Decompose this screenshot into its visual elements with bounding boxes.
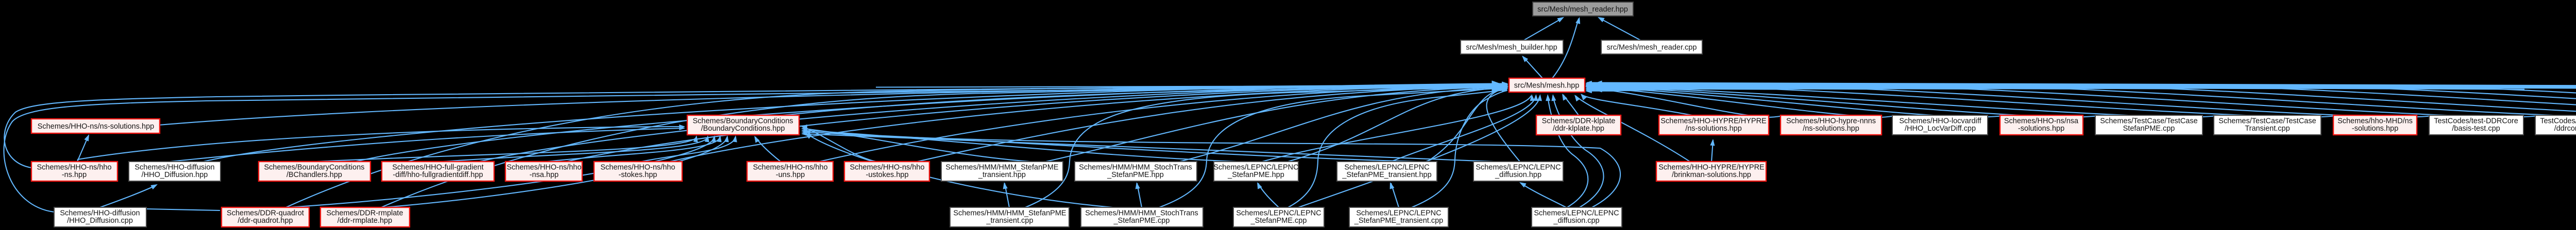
svg-text:TestCodes/test-DDRCore: TestCodes/test-DDRCore <box>2434 117 2518 125</box>
svg-text:Schemes/HMM/HMM_StochTrans: Schemes/HMM/HMM_StochTrans <box>1085 209 1198 217</box>
svg-text:_diffusion.cpp: _diffusion.cpp <box>1553 217 1599 225</box>
svg-text:Schemes/HMM/HMM_StefanPME: Schemes/HMM/HMM_StefanPME <box>945 163 1058 171</box>
svg-text:_StefanPME_transient.hpp: _StefanPME_transient.hpp <box>1342 171 1431 179</box>
svg-text:_StefanPME_transient.cpp: _StefanPME_transient.cpp <box>1354 217 1444 225</box>
svg-text:_transient.cpp: _transient.cpp <box>986 217 1033 225</box>
svg-text:src/Mesh/mesh_builder.hpp: src/Mesh/mesh_builder.hpp <box>1466 44 1557 52</box>
svg-text:Schemes/BoundaryConditions: Schemes/BoundaryConditions <box>264 163 364 171</box>
svg-text:Schemes/LEPNC/LEPNC: Schemes/LEPNC/LEPNC <box>1213 163 1298 171</box>
svg-text:src/Mesh/mesh_reader.hpp: src/Mesh/mesh_reader.hpp <box>1537 6 1628 14</box>
svg-text:Schemes/HMM/HMM_StefanPME: Schemes/HMM/HMM_StefanPME <box>953 209 1066 217</box>
svg-text:src/Mesh/mesh_reader.cpp: src/Mesh/mesh_reader.cpp <box>1607 44 1697 52</box>
svg-text:Schemes/HHO-ns/hho: Schemes/HHO-ns/hho <box>753 163 827 171</box>
svg-text:Schemes/HHO-hypre-nnns: Schemes/HHO-hypre-nnns <box>1786 117 1876 125</box>
svg-text:/basis-test.cpp: /basis-test.cpp <box>2452 125 2500 133</box>
svg-text:/ddr-klplate.hpp: /ddr-klplate.hpp <box>1553 125 1604 133</box>
svg-text:_StefanPME.hpp: _StefanPME.hpp <box>1107 171 1164 179</box>
svg-text:Schemes/HHO-ns/ns-solutions.hp: Schemes/HHO-ns/ns-solutions.hpp <box>38 122 154 131</box>
svg-text:Transient.cpp: Transient.cpp <box>2245 125 2290 133</box>
svg-text:-ustokes.hpp: -ustokes.hpp <box>866 171 908 179</box>
svg-text:_StefanPME.cpp: _StefanPME.cpp <box>1250 217 1307 225</box>
svg-text:Schemes/HHO-locvardiff: Schemes/HHO-locvardiff <box>1899 117 1981 125</box>
svg-text:Schemes/HHO-diffusion: Schemes/HHO-diffusion <box>60 209 140 217</box>
svg-text:/ns-solutions.hpp: /ns-solutions.hpp <box>1685 125 1742 133</box>
svg-text:Schemes/HHO-HYPRE/HYPRE: Schemes/HHO-HYPRE/HYPRE <box>1658 163 1765 171</box>
svg-text:Schemes/HMM/HMM_StochTrans: Schemes/HMM/HMM_StochTrans <box>1079 163 1192 171</box>
svg-text:/BoundaryConditions.hpp: /BoundaryConditions.hpp <box>701 125 785 133</box>
svg-text:_transient.hpp: _transient.hpp <box>978 171 1026 179</box>
svg-text:Schemes/HHO-ns/hho: Schemes/HHO-ns/hho <box>850 163 924 171</box>
svg-text:Schemes/TestCase/TestCase: Schemes/TestCase/TestCase <box>2100 117 2197 125</box>
svg-text:-solutions.hpp: -solutions.hpp <box>2018 125 2064 133</box>
svg-text:/ddrcore-test.cpp: /ddrcore-test.cpp <box>2554 125 2576 133</box>
svg-text:src/Mesh/mesh.hpp: src/Mesh/mesh.hpp <box>1514 82 1580 90</box>
svg-text:/brinkman-solutions.hpp: /brinkman-solutions.hpp <box>1672 171 1751 179</box>
svg-text:Schemes/BoundaryConditions: Schemes/BoundaryConditions <box>692 117 793 125</box>
svg-text:Schemes/HHO-ns/hho: Schemes/HHO-ns/hho <box>37 163 111 171</box>
svg-text:_diffusion.hpp: _diffusion.hpp <box>1495 171 1541 179</box>
svg-text:-solutions.hpp: -solutions.hpp <box>2352 125 2398 133</box>
svg-text:Schemes/HHO-diffusion: Schemes/HHO-diffusion <box>134 163 214 171</box>
svg-text:/ddr-quadrot.hpp: /ddr-quadrot.hpp <box>238 217 293 225</box>
svg-text:Schemes/HHO-full-gradient: Schemes/HHO-full-gradient <box>392 163 483 171</box>
svg-text:StefanPME.cpp: StefanPME.cpp <box>2123 125 2175 133</box>
svg-text:Schemes/HHO-ns/hho: Schemes/HHO-ns/hho <box>600 163 675 171</box>
svg-text:-nsa.hpp: -nsa.hpp <box>530 171 558 179</box>
svg-text:Schemes/HHO-ns/nsa: Schemes/HHO-ns/nsa <box>2004 117 2079 125</box>
svg-text:-uns.hpp: -uns.hpp <box>776 171 805 179</box>
svg-text:/HHO_LocVarDiff.cpp: /HHO_LocVarDiff.cpp <box>1905 125 1976 133</box>
svg-text:Schemes/DDR-rmplate: Schemes/DDR-rmplate <box>326 209 403 217</box>
svg-text:TestCodes/test-DDRCore: TestCodes/test-DDRCore <box>2540 117 2576 125</box>
svg-text:/BChandlers.hpp: /BChandlers.hpp <box>286 171 342 179</box>
svg-text:/HHO_Diffusion.hpp: /HHO_Diffusion.hpp <box>142 171 208 179</box>
svg-text:_StefanPME.cpp: _StefanPME.cpp <box>1113 217 1170 225</box>
svg-text:Schemes/DDR-quadrot: Schemes/DDR-quadrot <box>227 209 304 217</box>
svg-text:-diff/hho-fullgradientdiff.hpp: -diff/hho-fullgradientdiff.hpp <box>393 171 483 179</box>
svg-text:-ns.hpp: -ns.hpp <box>62 171 87 179</box>
svg-text:Schemes/LEPNC/LEPNC: Schemes/LEPNC/LEPNC <box>1344 163 1429 171</box>
svg-text:Schemes/LEPNC/LEPNC: Schemes/LEPNC/LEPNC <box>1356 209 1441 217</box>
svg-text:Schemes/DDR-klplate: Schemes/DDR-klplate <box>1542 117 1616 125</box>
svg-text:Schemes/LEPNC/LEPNC: Schemes/LEPNC/LEPNC <box>1476 163 1561 171</box>
svg-text:Schemes/LEPNC/LEPNC: Schemes/LEPNC/LEPNC <box>1534 209 1619 217</box>
svg-text:-stokes.hpp: -stokes.hpp <box>619 171 657 179</box>
svg-text:_StefanPME.hpp: _StefanPME.hpp <box>1227 171 1284 179</box>
svg-text:/HHO_Diffusion.cpp: /HHO_Diffusion.cpp <box>67 217 133 225</box>
svg-text:Schemes/HHO-ns/hho: Schemes/HHO-ns/hho <box>506 163 581 171</box>
svg-text:Schemes/TestCase/TestCase: Schemes/TestCase/TestCase <box>2218 117 2316 125</box>
svg-text:/ddr-rmplate.hpp: /ddr-rmplate.hpp <box>337 217 392 225</box>
svg-text:Schemes/LEPNC/LEPNC: Schemes/LEPNC/LEPNC <box>1236 209 1321 217</box>
svg-text:Schemes/hho-MHD/ns: Schemes/hho-MHD/ns <box>2337 117 2413 125</box>
svg-text:/ns-solutions.hpp: /ns-solutions.hpp <box>1803 125 1859 133</box>
svg-text:Schemes/HHO-HYPRE/HYPRE: Schemes/HHO-HYPRE/HYPRE <box>1660 117 1767 125</box>
